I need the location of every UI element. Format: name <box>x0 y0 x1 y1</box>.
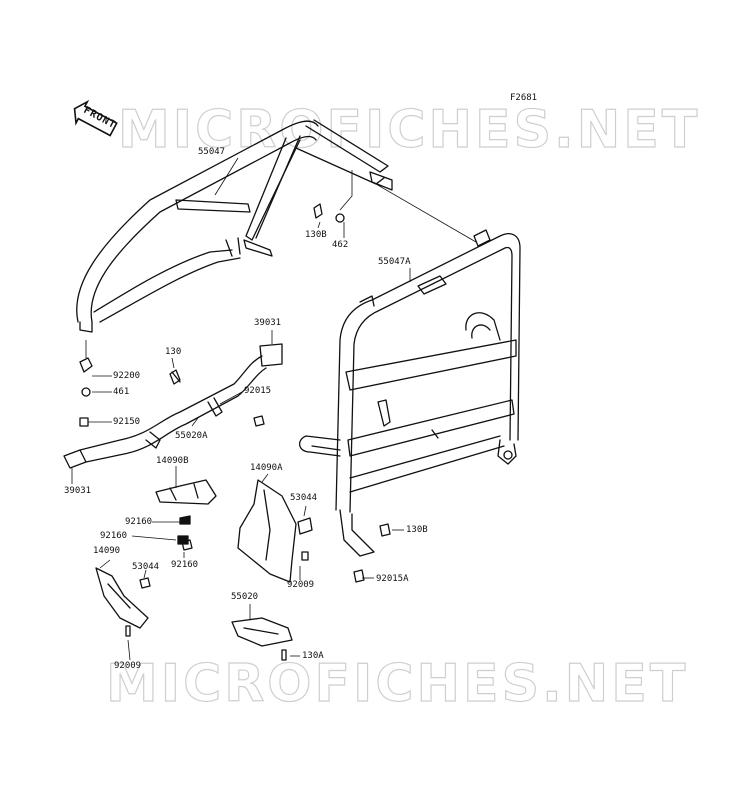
watermark-bottom: MICROFICHES.NET <box>105 653 689 714</box>
part-label: 130B <box>406 525 428 535</box>
part-label: 53044 <box>290 493 318 503</box>
part-label: 92015 <box>244 386 272 396</box>
part-label: 92009 <box>287 580 315 590</box>
part-label: 53044 <box>132 562 160 572</box>
part-label: 55020 <box>231 592 259 602</box>
part-label: 55047 <box>198 147 226 157</box>
part-label: 92150 <box>113 417 141 427</box>
part-label: 92160 <box>171 560 199 570</box>
hardware <box>79 203 391 661</box>
part-label: 14090 <box>93 546 121 556</box>
leader-lines <box>71 157 477 661</box>
front-arrow-icon: FRONT <box>66 94 122 143</box>
part-label: 14090B <box>156 456 189 466</box>
part-label: 92015A <box>376 574 409 584</box>
bracket-14090b <box>155 479 217 505</box>
part-label: 92009 <box>114 661 142 671</box>
part-label: 130 <box>165 347 182 357</box>
part-label: 462 <box>332 240 349 250</box>
rear-frame <box>299 229 521 557</box>
part-label: 39031 <box>64 486 92 496</box>
upper-roll-bar <box>76 119 393 333</box>
crossbar <box>63 343 283 469</box>
part-label: 14090A <box>250 463 283 473</box>
part-label: 92160 <box>100 531 128 541</box>
cover-14090 <box>95 567 149 629</box>
watermark-top: MICROFICHES.NET <box>117 99 701 160</box>
part-label: 39031 <box>254 318 282 328</box>
figure-code: F2681 <box>510 93 538 103</box>
cover-14090a <box>237 479 297 583</box>
part-label: 130A <box>302 651 324 661</box>
part-label: 92160 <box>125 517 153 527</box>
part-label: 130B <box>305 230 327 240</box>
part-label: 92200 <box>113 371 141 381</box>
part-label: 55020A <box>175 431 208 441</box>
skid-plate-55020 <box>231 617 293 647</box>
part-label: 461 <box>113 387 130 397</box>
part-label: 55047A <box>378 257 411 267</box>
